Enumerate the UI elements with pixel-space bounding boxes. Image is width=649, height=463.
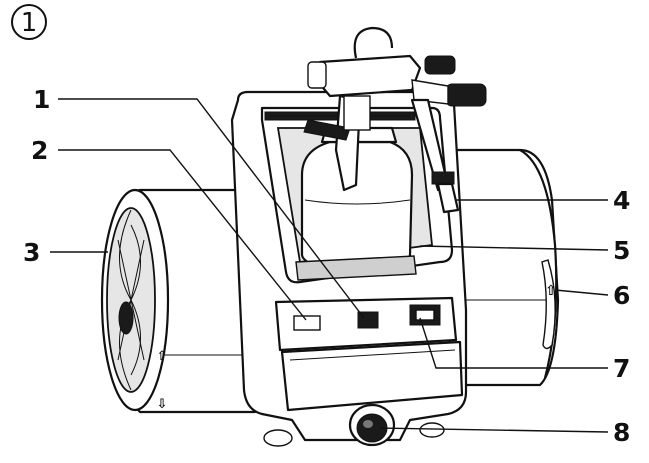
figure-number: 1	[21, 8, 38, 38]
callout-3: 3	[23, 238, 40, 267]
left-drum-arrow-icon: ⇧	[157, 349, 168, 364]
figure-number-badge: 1	[11, 4, 47, 40]
leader-line-2	[58, 149, 307, 321]
callout-1: 1	[33, 85, 50, 114]
leader-line-6	[554, 289, 609, 296]
panel-button-left	[293, 315, 321, 331]
callout-6: 6	[613, 281, 630, 310]
feet	[263, 422, 445, 447]
device-illustration: ⇧ ⇧ ⇩	[100, 26, 560, 447]
hose-coupling	[431, 171, 455, 185]
leader-line-1	[58, 98, 365, 319]
left-drum: ⇧ ⇩	[100, 188, 257, 414]
gun-clamp	[303, 119, 351, 141]
leader-line-8	[379, 427, 609, 433]
leader-line-5	[419, 245, 609, 251]
gun-nozzle	[307, 61, 327, 89]
gun-adjuster-bottom	[445, 83, 487, 107]
control-panel	[274, 296, 458, 352]
leader-line-7	[419, 317, 608, 369]
callout-2: 2	[31, 136, 48, 165]
right-drum: ⇧	[448, 148, 560, 387]
callout-7: 7	[613, 354, 630, 383]
left-drum-arrow-down-icon: ⇩	[157, 397, 168, 412]
callout-8: 8	[613, 418, 630, 447]
right-drum-arrow-icon: ⇧	[545, 283, 557, 299]
spray-gun	[303, 26, 487, 214]
callout-4: 4	[613, 186, 630, 215]
callout-labels: 1 2 3 4 5 6 7 8	[23, 85, 630, 447]
figure-number-circle	[11, 4, 47, 40]
callout-5: 5	[613, 236, 630, 265]
leader-lines	[50, 98, 609, 433]
fan-hub	[118, 301, 134, 335]
paint-cup	[295, 126, 417, 281]
gun-adjuster-top	[424, 55, 456, 75]
front-cover	[280, 340, 464, 412]
bottom-knob	[348, 403, 396, 447]
